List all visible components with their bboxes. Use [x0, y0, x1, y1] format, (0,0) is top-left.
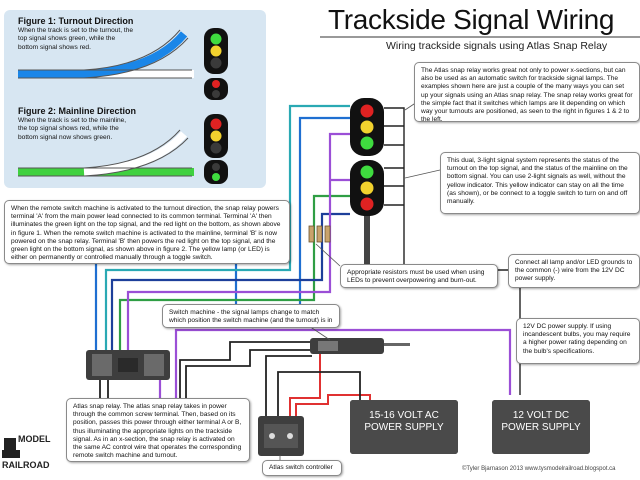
figure1-text: When the track is set to the turnout, th… [18, 27, 134, 51]
logo-line2: RAILROAD [2, 460, 50, 470]
note-switch-machine-activated: When the remote switch machine is activa… [4, 200, 290, 264]
figure1-track [18, 29, 194, 79]
ac-power-supply-label: 15-16 VOLT AC POWER SUPPLY [350, 400, 458, 454]
note-switch-controller: Atlas switch controller [262, 460, 342, 476]
page-title: Trackside Signal Wiring [328, 4, 615, 35]
note-switch-machine: Switch machine - the signal lamps change… [162, 304, 340, 328]
figure-track-diagrams [18, 28, 228, 184]
note-grounds: Connect all lamp and/or LED grounds to t… [508, 254, 640, 288]
wire-red-ac [289, 352, 371, 420]
wire-black-control [99, 341, 361, 420]
wire-navy [110, 212, 350, 352]
figure-panel: Figure 1: Turnout Direction When the tra… [4, 10, 266, 188]
switch-machine [310, 338, 410, 354]
figure2-track [18, 129, 194, 177]
figure1-heading: Figure 1: Turnout Direction [18, 16, 134, 26]
wire-green [118, 194, 350, 352]
signal-mast [364, 216, 370, 276]
figure1-signal [204, 28, 228, 100]
footer-credit: ©Tyler Bjarnason 2013 www.tysmodelrailro… [462, 466, 616, 472]
main-signal-top [350, 98, 384, 156]
note-dual-signal: This dual, 3-light signal system represe… [440, 152, 640, 214]
figure2-signal [204, 114, 228, 184]
switch-controller [258, 416, 304, 456]
dc-power-supply-label: 12 VOLT DC POWER SUPPLY [492, 400, 590, 454]
note-snap-relay-intro: The Atlas snap relay works great not onl… [414, 62, 640, 123]
snap-relay [86, 350, 170, 380]
figure2-heading: Figure 2: Mainline Direction [18, 106, 137, 116]
train-icon [2, 438, 20, 458]
wire-teal [104, 104, 350, 352]
main-signal-bottom [350, 160, 384, 216]
figure2-text: When the track is set to the mainline, t… [18, 117, 127, 141]
site-logo: MODEL RAILROAD [0, 432, 60, 476]
page-subtitle: Wiring trackside signals using Atlas Sna… [386, 40, 608, 52]
note-snap-relay: Atlas snap relay. The atlas snap relay t… [66, 398, 250, 462]
resistors [308, 225, 331, 243]
note-resistors: Appropriate resistors must be used when … [340, 264, 498, 288]
logo-line1: MODEL [18, 434, 51, 444]
note-dc-supply: 12V DC power supply. If using incandesce… [516, 318, 640, 364]
